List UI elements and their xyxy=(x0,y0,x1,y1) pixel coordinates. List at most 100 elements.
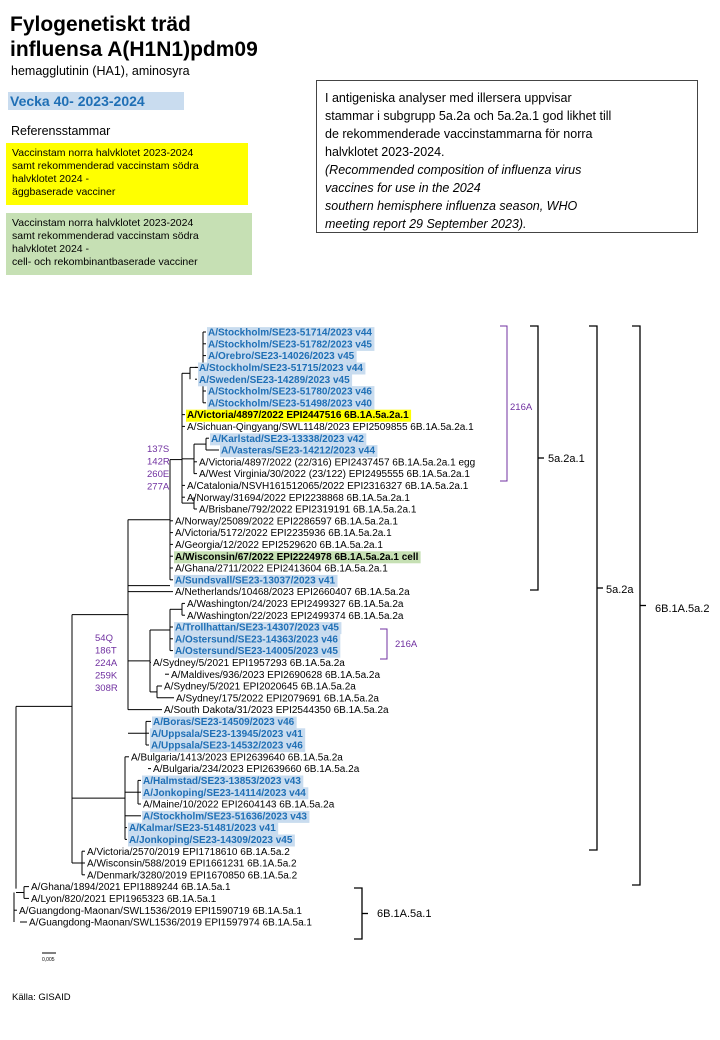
leaf-highlight xyxy=(210,433,367,446)
leaf-highlight xyxy=(150,728,306,741)
leaf-highlight xyxy=(174,622,342,635)
leaf-label: A/Vasteras/SE23-14212/2023 v44 xyxy=(221,446,375,457)
reference-heading: Referensstammar xyxy=(11,124,111,138)
leaf-label: A/Sydney/5/2021 EPI2020645 6B.1A.5a.2a xyxy=(164,682,356,693)
leaf-label: A/Ghana/1894/2021 EPI1889244 6B.1A.5a.1 xyxy=(31,882,231,893)
leaf-label: A/Sichuan-Qingyang/SWL1148/2023 EPI25098… xyxy=(187,422,474,433)
leaf-label: A/Stockholm/SE23-51780/2023 v46 xyxy=(208,387,372,398)
leaf-highlight xyxy=(174,551,421,564)
leaf-label: A/Sydney/5/2021 EPI1957293 6B.1A.5a.2a xyxy=(153,658,345,669)
note-line: halvklotet 2023-2024. xyxy=(325,145,445,159)
week-label: Vecka 40- 2023-2024 xyxy=(8,92,184,110)
legend-cell-line: cell- och rekombinantbaserade vacciner xyxy=(12,256,198,268)
leaf-label: A/Stockholm/SE23-51715/2023 v44 xyxy=(199,363,363,374)
leaf-label: A/Ostersund/SE23-14005/2023 v45 xyxy=(175,646,338,657)
leaf-label: A/Norway/25089/2022 EPI2286597 6B.1A.5a.… xyxy=(175,516,398,527)
mutation-label: 224A xyxy=(95,658,118,669)
bracket-216a xyxy=(380,628,388,660)
leaf-highlight xyxy=(198,374,353,387)
legend-cell-line: halvklotet 2024 - xyxy=(12,243,90,255)
clade-label: 5a.2a xyxy=(606,584,634,596)
leaf-highlight xyxy=(207,397,375,410)
leaf-highlight xyxy=(142,775,304,788)
antigenic-note: I antigeniska analyser med illersera upp… xyxy=(316,80,698,233)
leaf-label: A/Ostersund/SE23-14363/2023 v46 xyxy=(175,634,338,645)
leaf-label: A/Norway/31694/2022 EPI2238868 6B.1A.5a.… xyxy=(187,493,410,504)
leaf-label: A/Uppsala/SE23-13945/2023 v41 xyxy=(151,729,303,740)
clade-label: 6B.1A.5a.2 xyxy=(655,603,709,615)
subtitle: hemagglutinin (HA1), aminosyra xyxy=(11,64,190,78)
legend-egg-line: halvklotet 2024 - xyxy=(12,173,90,185)
mutation-label: 216A xyxy=(395,639,418,650)
leaf-label: A/Karlstad/SE23-13338/2023 v42 xyxy=(211,434,364,445)
clade-bracket-6b1a5a1 xyxy=(354,887,363,940)
legend-egg-line: samt rekommenderad vaccinstam södra xyxy=(12,160,199,172)
leaf-highlight xyxy=(152,716,297,729)
note-line: southern hemisphere influenza season, WH… xyxy=(325,199,578,213)
leaf-highlight xyxy=(174,574,338,587)
leaf-label: A/Washington/22/2023 EPI2499374 6B.1A.5a… xyxy=(187,611,404,622)
leaf-highlight xyxy=(207,338,375,351)
clade-bracket-5a2a1 xyxy=(530,325,539,591)
mutation-label: 137S xyxy=(147,444,169,455)
leaf-label: A/Victoria/4897/2022 (22/316) EPI2437457… xyxy=(199,457,475,468)
note-line: vaccines for use in the 2024 xyxy=(325,181,481,195)
leaf-label: A/Brisbane/792/2022 EPI2319191 6B.1A.5a.… xyxy=(199,505,417,516)
leaf-label: A/Catalonia/NSVH161512065/2022 EPI231632… xyxy=(187,481,469,492)
leaf-highlight xyxy=(220,445,378,458)
leaf-label: A/Stockholm/SE23-51714/2023 v44 xyxy=(208,328,372,339)
leaf-label: A/Halmstad/SE23-13853/2023 v43 xyxy=(143,776,301,787)
leaf-label: A/Trollhattan/SE23-14307/2023 v45 xyxy=(175,623,339,634)
clade-bracket-5a2a xyxy=(589,325,598,851)
clade-bracket-6b1a5a2 xyxy=(632,325,641,886)
leaf-label: A/Stockholm/SE23-51636/2023 v43 xyxy=(143,811,307,822)
leaf-highlight xyxy=(186,409,412,422)
leaf-label: A/Boras/SE23-14509/2023 v46 xyxy=(153,717,295,728)
leaf-label: A/Maine/10/2022 EPI2604143 6B.1A.5a.2a xyxy=(143,800,335,811)
leaf-label: A/Ghana/2711/2022 EPI2413604 6B.1A.5a.2a… xyxy=(175,564,388,575)
leaf-highlight xyxy=(128,822,279,835)
leaf-highlight xyxy=(198,362,366,375)
leaf-label: A/South Dakota/31/2023 EPI2544350 6B.1A.… xyxy=(164,705,389,716)
bracket-216a xyxy=(500,325,508,482)
leaf-highlight xyxy=(150,740,306,753)
leaf-highlight xyxy=(207,350,357,363)
leaf-highlight xyxy=(207,386,375,399)
leaf-label: A/Uppsala/SE23-14532/2023 v46 xyxy=(151,741,303,752)
leaf-label: A/Denmark/3280/2019 EPI1670850 6B.1A.5a.… xyxy=(87,870,298,881)
note-line: (Recommended composition of influenza vi… xyxy=(325,163,582,177)
leaf-label: A/Jonkoping/SE23-14309/2023 v45 xyxy=(129,835,293,846)
mutation-label: 308R xyxy=(95,683,118,694)
leaf-label: A/Bulgaria/234/2023 EPI2639660 6B.1A.5a.… xyxy=(153,764,360,775)
leaf-label: A/Bulgaria/1413/2023 EPI2639640 6B.1A.5a… xyxy=(131,752,343,763)
source-credit: Källa: GISAID xyxy=(12,992,71,1003)
leaf-label: A/Victoria/5172/2022 EPI2235936 6B.1A.5a… xyxy=(175,528,392,539)
page-title: Fylogenetiskt träd influensa A(H1N1)pdm0… xyxy=(10,12,258,62)
leaf-label: A/Washington/24/2023 EPI2499327 6B.1A.5a… xyxy=(187,599,404,610)
title-line-1: Fylogenetiskt träd xyxy=(10,13,191,36)
leaf-highlight xyxy=(142,787,309,800)
mutation-label: 216A xyxy=(510,402,533,413)
note-line: I antigeniska analyser med illersera upp… xyxy=(325,91,572,105)
leaf-highlight xyxy=(128,834,295,847)
mutation-label: 260E xyxy=(147,469,169,480)
leaf-label: A/Guangdong-Maonan/SWL1536/2019 EPI15907… xyxy=(19,906,302,917)
mutation-label: 277A xyxy=(147,482,170,493)
legend-egg-line: Vaccinstam norra halvklotet 2023-2024 xyxy=(12,147,194,159)
leaf-label: A/Wisconsin/588/2019 EPI1661231 6B.1A.5a… xyxy=(87,859,297,870)
leaf-label: A/Maldives/936/2023 EPI2690628 6B.1A.5a.… xyxy=(171,670,380,681)
leaf-highlight xyxy=(207,327,375,340)
scale-label: 0,005 xyxy=(42,957,55,963)
leaf-label: A/Sundsvall/SE23-13037/2023 v41 xyxy=(175,575,336,586)
leaf-label: A/West Virginia/30/2022 (23/122) EPI2495… xyxy=(199,469,470,480)
legend-cell-line: Vaccinstam norra halvklotet 2023-2024 xyxy=(12,217,194,229)
legend-cell-vaccine: Vaccinstam norra halvklotet 2023-2024 sa… xyxy=(6,213,252,275)
leaf-label: A/Victoria/4897/2022 EPI2447516 6B.1A.5a… xyxy=(187,410,409,421)
leaf-label: A/Wisconsin/67/2022 EPI2224978 6B.1A.5a.… xyxy=(175,552,419,563)
leaf-label: A/Victoria/2570/2019 EPI1718610 6B.1A.5a… xyxy=(87,847,290,858)
mutation-label: 54Q xyxy=(95,633,113,644)
leaf-label: A/Guangdong-Maonan/SWL1536/2019 EPI15979… xyxy=(29,918,312,929)
leaf-highlight xyxy=(174,633,341,646)
leaf-label: A/Lyon/820/2021 EPI1965323 6B.1A.5a.1 xyxy=(31,894,217,905)
